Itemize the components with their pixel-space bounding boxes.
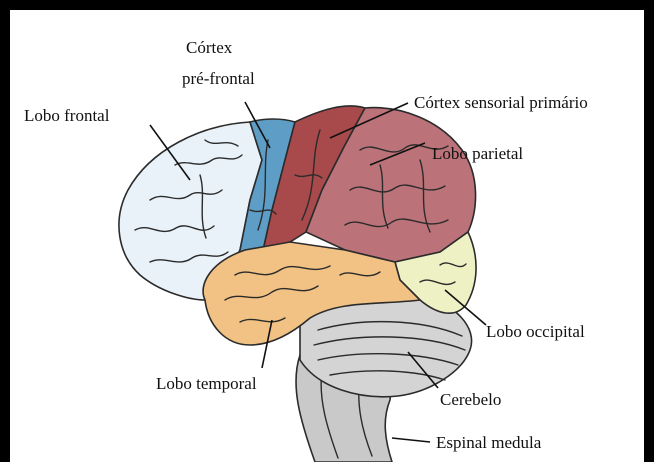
label-spinal-cord: Espinal medula [436,433,542,452]
label-sensory-cortex: Córtex sensorial primário [414,93,588,112]
leader-spinal [392,438,430,442]
label-cerebellum: Cerebelo [440,390,501,409]
label-temporal-lobe: Lobo temporal [156,374,257,393]
label-frontal-lobe: Lobo frontal [24,106,110,125]
label-occipital-lobe: Lobo occipital [486,322,585,341]
label-prefrontal-line2: pré-frontal [182,69,255,88]
label-parietal-lobe: Lobo parietal [432,144,523,163]
label-prefrontal-line1: Córtex [186,38,233,57]
